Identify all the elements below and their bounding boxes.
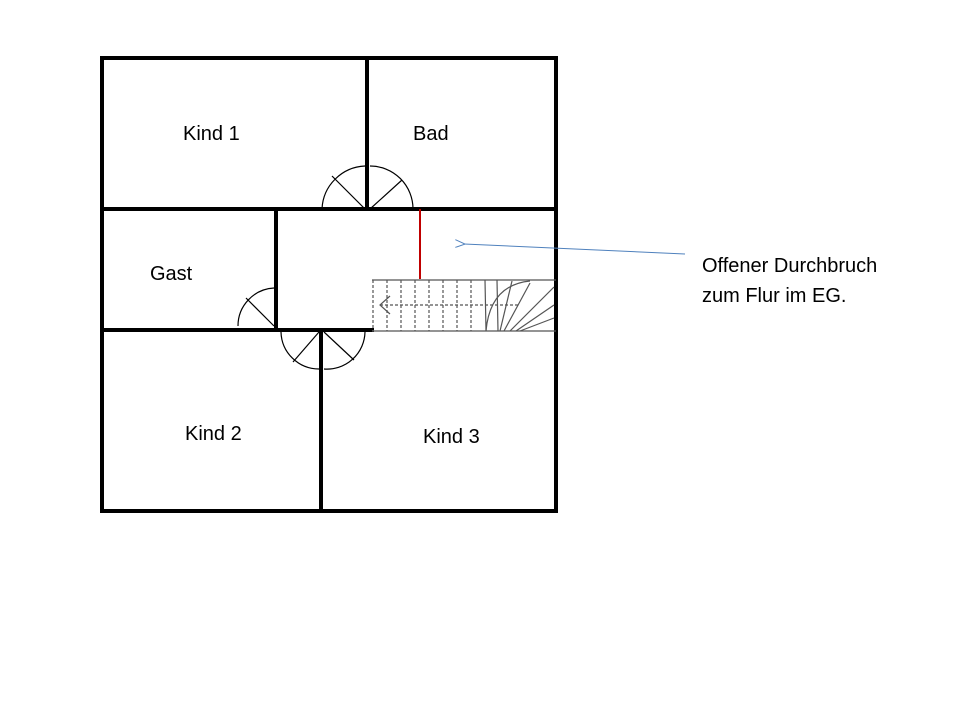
annotation-line-2: zum Flur im EG. [702,285,846,307]
room-label-kind3: Kind 3 [423,426,480,448]
interior-walls [100,56,558,513]
door-kind2-icon [280,331,320,370]
door-gast-icon [237,287,275,327]
room-label-kind1: Kind 1 [183,123,240,145]
room-label-kind2: Kind 2 [185,423,242,445]
staircase-icon [372,279,556,332]
room-label-bad: Bad [413,123,449,145]
annotation-line-1: Offener Durchbruch [702,255,877,277]
door-kind3-icon [323,331,366,370]
room-label-gast: Gast [150,263,193,285]
annotation-arrow [464,244,686,255]
door-swings [237,165,414,370]
door-kind1-icon [321,165,366,210]
door-bad-icon [369,165,414,210]
outer-wall [100,56,558,513]
